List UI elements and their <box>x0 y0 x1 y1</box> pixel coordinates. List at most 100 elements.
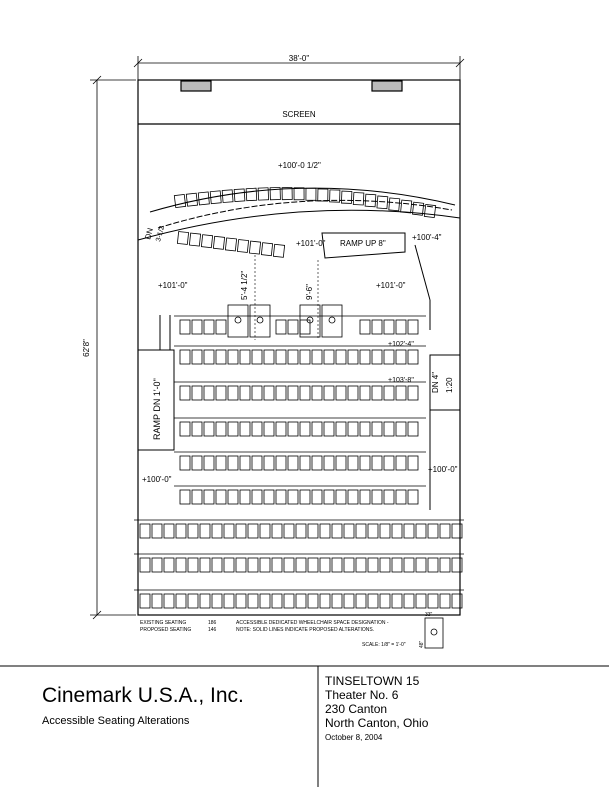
wheelchair-space <box>321 304 343 338</box>
seat <box>271 557 283 573</box>
project-subtitle: Accessible Seating Alterations <box>42 715 190 727</box>
seat <box>359 489 371 505</box>
seat <box>364 193 377 208</box>
seat <box>260 242 274 257</box>
seat <box>191 489 203 505</box>
seat <box>359 455 371 471</box>
seat <box>295 593 307 609</box>
seat <box>395 349 407 365</box>
existing-seating-label: EXISTING SEATING <box>140 620 186 626</box>
seat <box>323 489 335 505</box>
seat <box>179 489 191 505</box>
seat <box>139 593 151 609</box>
seat <box>359 385 371 401</box>
seat <box>307 593 319 609</box>
seat <box>263 455 275 471</box>
seat <box>371 349 383 365</box>
seat <box>281 187 293 201</box>
seat <box>191 319 203 335</box>
seat <box>239 349 251 365</box>
seat <box>200 234 214 249</box>
seat <box>287 385 299 401</box>
seat <box>251 421 263 437</box>
seat <box>187 557 199 573</box>
seat <box>263 489 275 505</box>
theater-name: TINSELTOWN 15 <box>325 674 420 688</box>
seat <box>239 489 251 505</box>
elevation-row4-right: +103'-8" <box>388 377 414 384</box>
seat <box>323 421 335 437</box>
seat <box>179 385 191 401</box>
seat <box>275 349 287 365</box>
seat <box>383 455 395 471</box>
seat <box>407 319 419 335</box>
seat <box>323 349 335 365</box>
vertical-dim-right: 9'-6" <box>305 284 314 300</box>
seat <box>239 385 251 401</box>
legend-wheelchair-symbol <box>424 617 444 649</box>
seat <box>319 557 331 573</box>
seat <box>251 489 263 505</box>
seat <box>355 593 367 609</box>
seat <box>235 593 247 609</box>
seat <box>311 489 323 505</box>
seat <box>307 557 319 573</box>
seat <box>139 523 151 539</box>
ramp-dn-right-slope: 1:20 <box>445 377 454 393</box>
seat <box>239 455 251 471</box>
vertical-dimension-lines <box>254 255 319 340</box>
seat <box>163 593 175 609</box>
seat <box>423 203 437 219</box>
seat <box>355 523 367 539</box>
seat <box>275 421 287 437</box>
seat <box>391 593 403 609</box>
seat <box>299 421 311 437</box>
seat <box>227 385 239 401</box>
seat <box>317 188 329 202</box>
seat <box>347 489 359 505</box>
seat <box>427 523 439 539</box>
seat <box>407 489 419 505</box>
seat <box>371 455 383 471</box>
seat <box>179 455 191 471</box>
seat <box>331 593 343 609</box>
ramp-dn-top-left-slope: 3-1/2 <box>155 225 166 242</box>
seat <box>391 557 403 573</box>
ramp-right <box>429 354 461 510</box>
seat <box>293 187 305 201</box>
seat <box>383 385 395 401</box>
screen-label: SCREEN <box>282 110 316 119</box>
seat <box>403 557 415 573</box>
seat <box>379 557 391 573</box>
seat <box>287 489 299 505</box>
seat <box>175 593 187 609</box>
seat-rows <box>134 315 464 609</box>
seat <box>188 232 202 247</box>
seat <box>191 421 203 437</box>
seat <box>439 593 451 609</box>
seat <box>251 349 263 365</box>
seat <box>347 349 359 365</box>
seat <box>211 593 223 609</box>
seat <box>335 421 347 437</box>
seat <box>395 421 407 437</box>
seat <box>227 455 239 471</box>
seat <box>251 385 263 401</box>
seat <box>439 523 451 539</box>
seat <box>259 557 271 573</box>
seat <box>259 523 271 539</box>
seat <box>263 349 275 365</box>
seat <box>233 188 246 202</box>
seat <box>311 349 323 365</box>
seat <box>179 319 191 335</box>
address-line-2: North Canton, Ohio <box>325 716 429 730</box>
seat <box>403 523 415 539</box>
elevation-left-mid: +101'-0" <box>158 281 188 290</box>
seat <box>209 190 222 205</box>
seat <box>245 187 258 202</box>
seat <box>295 523 307 539</box>
seat <box>323 455 335 471</box>
seat <box>236 239 250 253</box>
seat <box>388 197 401 212</box>
